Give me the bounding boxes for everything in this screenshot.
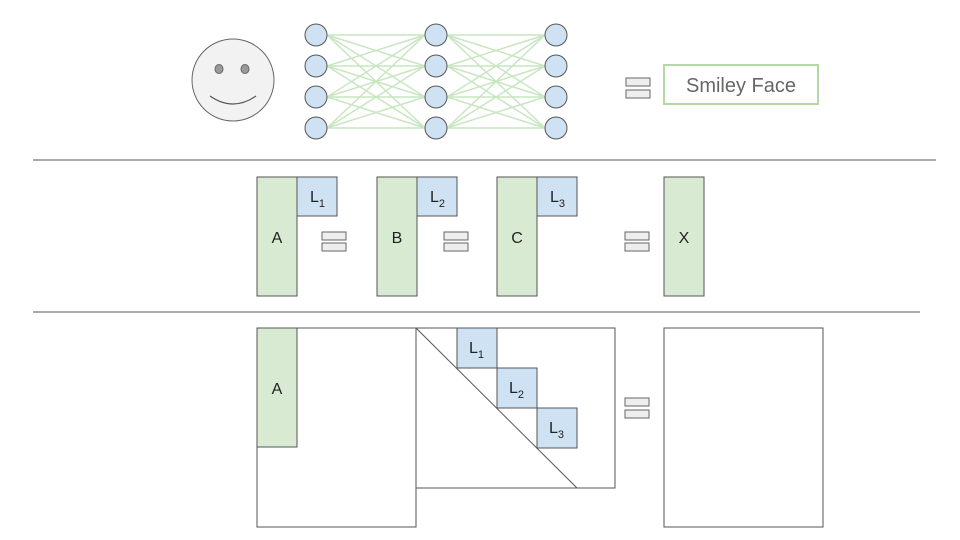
l1-box	[296, 176, 338, 217]
equals-sign-icon	[624, 397, 650, 419]
diag-l3-label: L3	[549, 420, 564, 441]
network-node	[424, 54, 448, 78]
network-edge	[326, 34, 426, 98]
diag-l2-box	[496, 367, 538, 409]
network-nodes	[304, 23, 568, 140]
output-label-box: Smiley Face	[663, 64, 819, 105]
network-node	[304, 23, 328, 47]
l3-label: L3	[550, 189, 565, 210]
block-c-label: C	[511, 230, 523, 247]
block-diagonal-matrix: L1 L2 L3	[415, 327, 616, 489]
left-matrix: A	[256, 327, 417, 528]
diag-l2-label: L2	[509, 380, 524, 401]
network-edge	[326, 34, 426, 67]
result-matrix	[663, 327, 824, 528]
equals-sign-icon	[625, 77, 651, 99]
block-a-label: A	[272, 230, 283, 247]
diag-l1-label: L1	[469, 340, 484, 361]
network-edge	[446, 34, 546, 98]
left-matrix-a-column	[256, 327, 298, 448]
network-edge	[446, 96, 546, 129]
equals-sign-icon	[321, 231, 347, 252]
row2-block-c: C L3	[496, 176, 578, 297]
network-edges	[326, 34, 546, 129]
equals-sign-icon	[624, 231, 650, 252]
network-edge	[326, 34, 426, 129]
output-label: Smiley Face	[686, 75, 796, 97]
network-node	[424, 85, 448, 109]
network-node	[424, 23, 448, 47]
network-node	[304, 54, 328, 78]
network-edge	[446, 34, 546, 129]
block-x-label: X	[679, 230, 690, 247]
l2-box	[416, 176, 458, 217]
l2-label: L2	[430, 189, 445, 210]
diag-l3-box	[536, 407, 578, 449]
row2-block-a: A L1	[256, 176, 338, 297]
diag-l1-box	[456, 327, 498, 369]
equals-sign-icon	[443, 231, 469, 252]
network-node	[544, 54, 568, 78]
smile	[209, 95, 257, 105]
left-eye	[214, 64, 224, 74]
neural-network	[304, 23, 568, 140]
l1-label: L1	[310, 189, 325, 210]
network-node	[424, 116, 448, 140]
network-node	[304, 85, 328, 109]
left-matrix-a-label: A	[272, 381, 283, 398]
block-b-label: B	[392, 230, 403, 247]
row2-block-b: B L2	[376, 176, 458, 297]
right-eye	[240, 64, 250, 74]
network-node	[544, 116, 568, 140]
row2-block-x: X	[663, 176, 705, 297]
network-edge	[326, 65, 426, 129]
network-edge	[446, 34, 546, 67]
network-node	[544, 23, 568, 47]
l3-box	[536, 176, 578, 217]
network-edge	[446, 65, 546, 129]
network-edge	[326, 96, 426, 129]
network-node	[304, 116, 328, 140]
smiley-face-icon	[191, 38, 275, 122]
network-node	[544, 85, 568, 109]
